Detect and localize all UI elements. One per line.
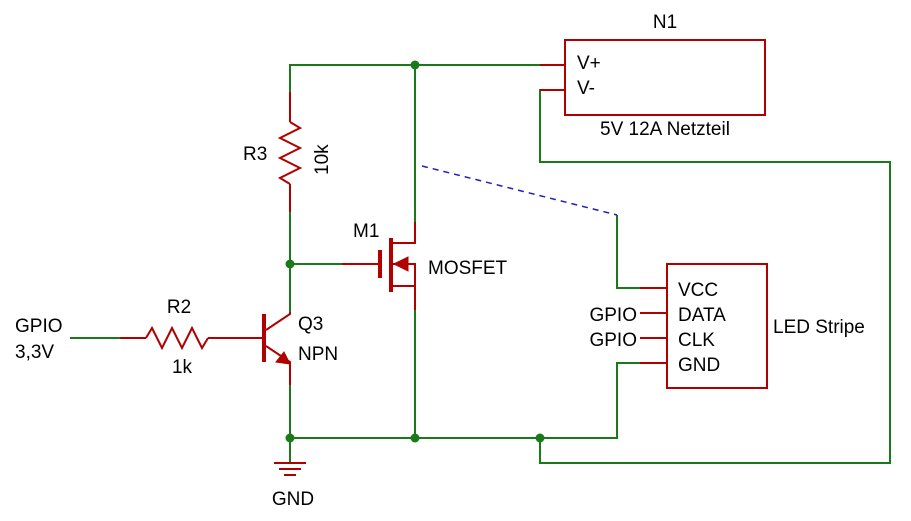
r3-body	[277, 121, 303, 185]
led-pin-data-label: DATA	[678, 305, 726, 326]
power-supply-description: 5V 12A Netzteil	[600, 119, 730, 140]
r2-value: 1k	[172, 357, 193, 378]
wire-top-rail	[289, 64, 565, 92]
power-supply-box	[564, 39, 766, 116]
gpio-clk-label: GPIO	[589, 330, 637, 351]
q3-description: NPN	[298, 344, 338, 365]
junction-ground-left	[285, 433, 295, 443]
resistor-r3: R3 10k	[243, 92, 333, 212]
junction-top-rail	[410, 60, 420, 70]
wire-v-minus-loop	[539, 89, 891, 464]
led-pin-clk-label: CLK	[678, 330, 715, 351]
ground-label: GND	[272, 489, 314, 510]
mosfet-m1: M1 MOSFET	[342, 221, 508, 310]
r3-value: 10k	[312, 144, 333, 175]
m1-source	[393, 285, 416, 310]
m1-arrow	[392, 256, 409, 272]
wire-led-vcc	[616, 215, 667, 289]
junction-ground-right	[535, 433, 545, 443]
junction-collector	[285, 259, 295, 269]
transistor-q3: Q3 NPN	[240, 312, 338, 385]
led-stripe-description: LED Stripe	[773, 317, 865, 338]
ground-symbol	[274, 462, 306, 476]
q3-collector	[265, 312, 291, 331]
m1-ref: M1	[353, 221, 379, 242]
led-pin-gnd-label: GND	[678, 355, 720, 376]
gpio-input-label-line1: GPIO	[15, 316, 63, 337]
r2-ref: R2	[167, 297, 191, 318]
junctions	[285, 60, 545, 443]
r3-ref: R3	[243, 144, 267, 165]
q3-ref: Q3	[298, 314, 323, 335]
q3-emitter	[265, 345, 291, 385]
power-supply-ref: N1	[653, 12, 677, 33]
led-stripe: VCC DATA CLK GND LED Stripe	[640, 263, 865, 389]
pin-v-minus-label: V-	[577, 78, 595, 99]
gpio-input-label-line2: 3,3V	[15, 342, 54, 363]
pin-v-plus-label: V+	[577, 53, 601, 74]
r2-body	[145, 325, 209, 351]
power-supply: N1 V+ V- 5V 12A Netzteil	[540, 12, 766, 140]
resistor-r2: R2 1k	[120, 297, 240, 378]
led-stripe-box	[666, 263, 768, 389]
m1-description: MOSFET	[428, 258, 508, 279]
dashed-link-line	[421, 165, 618, 216]
junction-ground-mid	[410, 433, 420, 443]
gpio-data-label: GPIO	[589, 305, 637, 326]
m1-drain	[393, 222, 416, 244]
q3-emitter-arrow	[275, 351, 291, 365]
wire-ground-rail	[290, 362, 667, 439]
port-labels: GPIO 3,3V GPIO GPIO GND	[15, 305, 637, 510]
led-pin-vcc-label: VCC	[678, 280, 718, 301]
